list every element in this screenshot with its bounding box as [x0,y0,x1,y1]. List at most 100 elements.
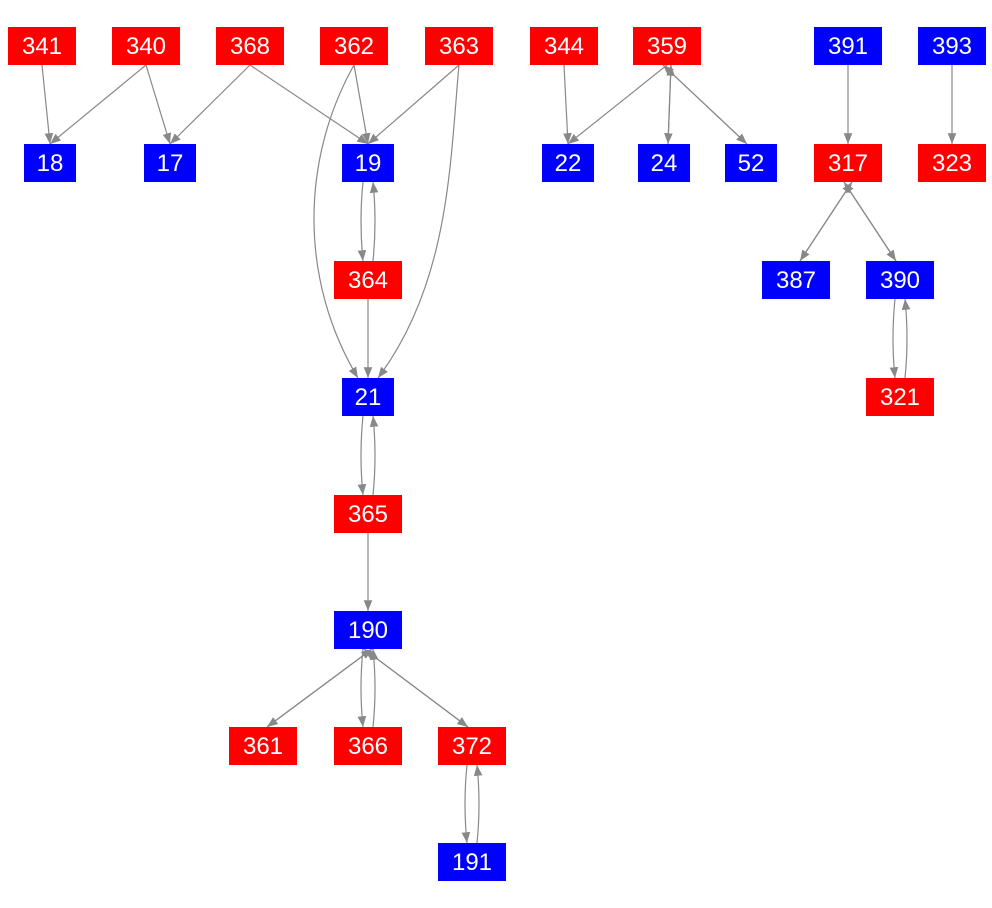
node-label: 340 [126,33,166,60]
node-label: 359 [647,33,687,60]
edge-340-to-18 [49,64,147,145]
edge-19-to-364 [357,181,367,262]
node-box [918,144,986,182]
node-box [438,843,506,881]
node-label: 321 [880,384,920,411]
edge-365-to-21 [369,415,379,496]
node-341[interactable]: 341 [8,27,76,65]
node-366[interactable]: 366 [334,727,402,765]
node-364[interactable]: 364 [334,261,402,299]
edge-341-to-18 [41,64,54,145]
node-321[interactable]: 321 [866,378,934,416]
edge-390-to-317 [843,181,897,262]
node-368[interactable]: 368 [216,27,284,65]
node-323[interactable]: 323 [918,144,986,182]
edge-390-to-321 [889,298,899,379]
node-387[interactable]: 387 [762,261,830,299]
node-box [542,144,594,182]
node-361[interactable]: 361 [229,727,297,765]
node-box [866,378,934,416]
node-363[interactable]: 363 [425,27,493,65]
nodes-layer: 341 340 368 362 363 344 359 391 393 18 17 19 22 24 52 3… [8,27,986,881]
edge-372-to-190 [363,648,469,728]
node-52[interactable]: 52 [725,144,777,182]
node-box [866,261,934,299]
node-393[interactable]: 393 [918,27,986,65]
edge-340-to-17 [145,64,171,145]
node-18[interactable]: 18 [24,144,76,182]
node-label: 24 [651,150,678,177]
edge-366-to-190 [369,648,379,728]
node-24[interactable]: 24 [638,144,690,182]
node-21[interactable]: 21 [342,378,394,416]
node-340[interactable]: 340 [112,27,180,65]
node-box [438,727,506,765]
edge-362-to-21 [313,64,359,379]
node-359[interactable]: 359 [633,27,701,65]
node-19[interactable]: 19 [342,144,394,182]
node-box [334,495,402,533]
node-box [24,144,76,182]
node-191[interactable]: 191 [438,843,506,881]
node-label: 393 [932,33,972,60]
node-label: 323 [932,150,972,177]
node-box [725,144,777,182]
node-label: 363 [439,33,479,60]
edge-321-to-390 [901,298,911,379]
node-label: 362 [334,33,374,60]
node-box [334,727,402,765]
edge-24-to-359 [666,64,675,145]
node-box [229,727,297,765]
node-label: 366 [348,733,388,760]
edge-363-to-21 [377,64,460,379]
node-label: 365 [348,501,388,528]
node-372[interactable]: 372 [438,727,506,765]
edge-21-to-365 [357,415,367,496]
node-box [112,27,180,65]
node-box [334,261,402,299]
edge-52-to-359 [662,64,748,145]
node-label: 317 [828,150,868,177]
node-label: 19 [355,150,382,177]
node-344[interactable]: 344 [530,27,598,65]
node-box [530,27,598,65]
node-box [216,27,284,65]
edge-190-to-366 [357,648,367,728]
node-391[interactable]: 391 [814,27,882,65]
node-box [342,144,394,182]
node-box [633,27,701,65]
node-box [425,27,493,65]
node-box [320,27,388,65]
edge-361-to-190 [266,648,373,728]
node-label: 344 [544,33,584,60]
node-190[interactable]: 190 [334,611,402,649]
node-box [762,261,830,299]
node-362[interactable]: 362 [320,27,388,65]
node-label: 191 [452,849,492,876]
node-box [814,27,882,65]
node-box [334,611,402,649]
node-label: 341 [22,33,62,60]
node-17[interactable]: 17 [144,144,196,182]
edge-387-to-317 [799,181,853,262]
node-label: 190 [348,617,388,644]
node-box [8,27,76,65]
node-label: 387 [776,267,816,294]
edge-191-to-372 [473,764,483,844]
node-box [638,144,690,182]
node-317[interactable]: 317 [814,144,882,182]
node-box [342,378,394,416]
edge-362-to-19 [353,64,371,145]
node-22[interactable]: 22 [542,144,594,182]
node-label: 372 [452,733,492,760]
edge-368-to-17 [169,64,251,145]
edge-344-to-22 [563,64,572,145]
node-box [814,144,882,182]
node-label: 390 [880,267,920,294]
node-label: 22 [555,150,582,177]
node-365[interactable]: 365 [334,495,402,533]
node-label: 21 [355,384,382,411]
node-390[interactable]: 390 [866,261,934,299]
